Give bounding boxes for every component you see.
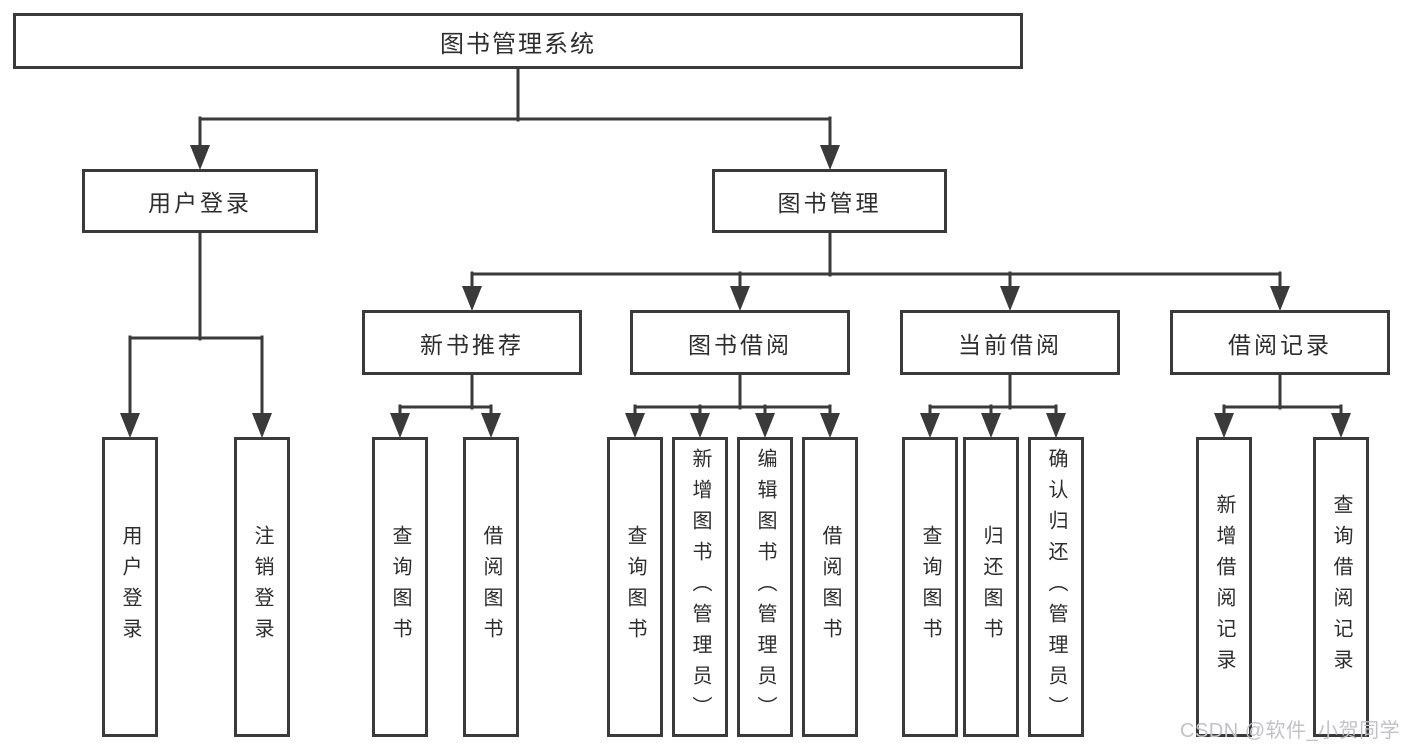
node-book-management: 图书管理: [712, 169, 947, 233]
leaf-add-book-admin-label: 新增图书（管理员）: [689, 447, 711, 727]
leaf-query-books-recommend: 查询图书: [372, 437, 428, 737]
node-borrow-records: 借阅记录: [1170, 310, 1390, 375]
leaf-logout: 注销登录: [234, 437, 290, 737]
leaf-query-books-current: 查询图书: [902, 437, 958, 737]
leaf-query-borrow-record-label: 查询借阅记录: [1330, 494, 1352, 680]
node-current-borrow-label: 当前借阅: [958, 331, 1062, 358]
leaf-borrow-books-recommend-label: 借阅图书: [480, 525, 502, 649]
leaf-borrow-books: 借阅图书: [802, 437, 858, 737]
leaf-return-book-label: 归还图书: [980, 525, 1002, 649]
leaf-edit-book-admin-label: 编辑图书（管理员）: [754, 447, 776, 727]
node-user-login-label: 用户登录: [148, 190, 252, 216]
node-system-root: 图书管理系统: [13, 13, 1023, 69]
leaf-query-books-borrow-label: 查询图书: [624, 525, 646, 649]
node-new-book-recommend-label: 新书推荐: [420, 331, 524, 358]
leaf-borrow-books-recommend: 借阅图书: [463, 437, 519, 737]
leaf-add-book-admin: 新增图书（管理员）: [672, 437, 728, 737]
leaf-confirm-return-admin: 确认归还（管理员）: [1028, 437, 1084, 737]
leaf-user-login-label: 用户登录: [119, 525, 141, 649]
node-system-root-label: 图书管理系统: [440, 30, 596, 58]
csdn-watermark: CSDN @软件_小贺同学: [1180, 720, 1401, 742]
node-borrow-records-label: 借阅记录: [1228, 331, 1332, 358]
leaf-logout-label: 注销登录: [251, 525, 273, 649]
node-user-login: 用户登录: [82, 169, 318, 233]
leaf-user-login: 用户登录: [102, 437, 158, 737]
leaf-add-borrow-record: 新增借阅记录: [1196, 437, 1252, 737]
arrowhead-icons: [120, 145, 1351, 438]
leaf-add-borrow-record-label: 新增借阅记录: [1213, 494, 1235, 680]
leaf-query-borrow-record: 查询借阅记录: [1313, 437, 1369, 737]
leaf-return-book: 归还图书: [963, 437, 1019, 737]
node-book-borrow-label: 图书借阅: [688, 331, 792, 358]
leaf-query-books-current-label: 查询图书: [919, 525, 941, 649]
leaf-edit-book-admin: 编辑图书（管理员）: [737, 437, 793, 737]
node-current-borrow: 当前借阅: [900, 310, 1120, 375]
leaf-query-books-borrow: 查询图书: [607, 437, 663, 737]
leaf-confirm-return-admin-label: 确认归还（管理员）: [1045, 447, 1067, 727]
node-new-book-recommend: 新书推荐: [362, 310, 582, 375]
node-book-borrow: 图书借阅: [630, 310, 850, 375]
leaf-borrow-books-label: 借阅图书: [819, 525, 841, 649]
leaf-query-books-recommend-label: 查询图书: [389, 525, 411, 649]
node-book-management-label: 图书管理: [777, 190, 882, 216]
